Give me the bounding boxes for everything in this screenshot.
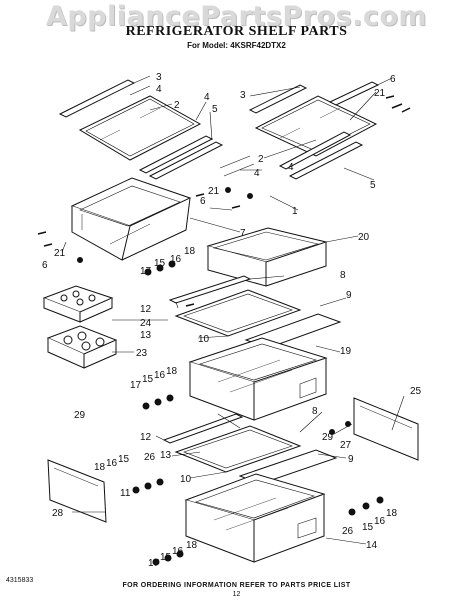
callout-label: 20 (358, 232, 370, 243)
diagram-title: REFRIGERATOR SHELF PARTS (125, 24, 348, 39)
callout-label: 16 (172, 546, 184, 557)
callout-label: 17 (140, 266, 152, 277)
callout-label: 16 (374, 516, 386, 527)
callout-label: 15 (154, 258, 166, 269)
callout-label: 9 (346, 290, 352, 301)
drawer-end-covers (47, 397, 419, 523)
callout-label: 14 (366, 540, 378, 551)
large-crisper-drawer (188, 337, 328, 421)
watermark: AppliancePartsPros.com (45, 1, 428, 32)
lower-shelf-assembly (162, 413, 338, 485)
egg-tray-assembly (42, 285, 118, 369)
callout-label: 11 (120, 488, 131, 499)
callout-label: 18 (184, 246, 196, 257)
callout-label: 17 (130, 380, 142, 391)
callout-label: 4 (204, 92, 210, 103)
callout-label: 18 (386, 508, 398, 519)
callout-label: 6 (200, 196, 206, 207)
upper-screws (37, 95, 411, 263)
callout-label: 9 (348, 454, 354, 465)
page-number: 12 (232, 591, 241, 598)
bottom-crisper-drawer (184, 473, 326, 563)
left-glass-shelf-assembly (58, 79, 224, 180)
callout-label: 16 (154, 370, 166, 381)
callout-label: 29 (322, 432, 334, 443)
callout-label: 10 (180, 474, 192, 485)
callout-label: 3 (240, 90, 246, 101)
document-code: 4315833 (6, 577, 34, 584)
callout-label: 2 (174, 100, 180, 111)
callout-label: 28 (52, 508, 64, 519)
callout-leader-lines (61, 75, 405, 545)
callout-label: 8 (312, 406, 318, 417)
callout-label: 25 (410, 386, 422, 397)
callout-label: 18 (166, 366, 178, 377)
callout-label: 21 (208, 186, 220, 197)
callout-label: 16 (106, 458, 118, 469)
callout-label: 3 (156, 72, 162, 83)
callout-label: 1 (292, 206, 298, 217)
callout-label: 26 (342, 526, 354, 537)
callout-label: 15 (142, 374, 154, 385)
callout-label: 15 (362, 522, 374, 533)
callout-label: 7 (240, 228, 246, 239)
callout-label: 16 (170, 254, 182, 265)
callout-label: 6 (42, 260, 48, 271)
callout-label: 21 (374, 88, 386, 99)
upper-right-drawer (206, 227, 328, 287)
callout-label: 26 (144, 452, 156, 463)
callout-label: 24 (140, 318, 152, 329)
callout-label: 27 (340, 440, 352, 451)
callout-label: 5 (370, 180, 376, 191)
callout-label: 15 (160, 552, 172, 563)
callout-label: 21 (54, 248, 66, 259)
callout-label: 23 (136, 348, 148, 359)
callout-label: 4 (288, 162, 294, 173)
callout-label: 2 (258, 154, 264, 165)
middle-shelf-assembly (168, 275, 342, 349)
callout-label: 12 (140, 304, 152, 315)
callout-label: 17 (148, 558, 160, 569)
callout-label: 8 (340, 270, 346, 281)
callout-label: 4 (254, 168, 260, 179)
callout-label: 15 (118, 454, 130, 465)
drawer-roller-hardware (132, 260, 384, 566)
model-number: For Model: 4KSRF42DTX2 (187, 41, 286, 50)
right-glass-shelf-assembly (219, 81, 380, 180)
left-crisper-pan (70, 177, 192, 261)
ordering-note: FOR ORDERING INFORMATION REFER TO PARTS … (122, 582, 351, 589)
callout-label: 10 (198, 334, 210, 345)
callout-label: 6 (390, 74, 396, 85)
callout-label: 13 (140, 330, 152, 341)
callout-label: 12 (140, 432, 152, 443)
callout-label: 4 (156, 84, 162, 95)
callout-label: 18 (186, 540, 198, 551)
callout-label: 13 (160, 450, 172, 461)
callout-label: 19 (340, 346, 352, 357)
callout-label: 29 (74, 410, 86, 421)
callout-label: 5 (212, 104, 218, 115)
callout-label: 18 (94, 462, 106, 473)
